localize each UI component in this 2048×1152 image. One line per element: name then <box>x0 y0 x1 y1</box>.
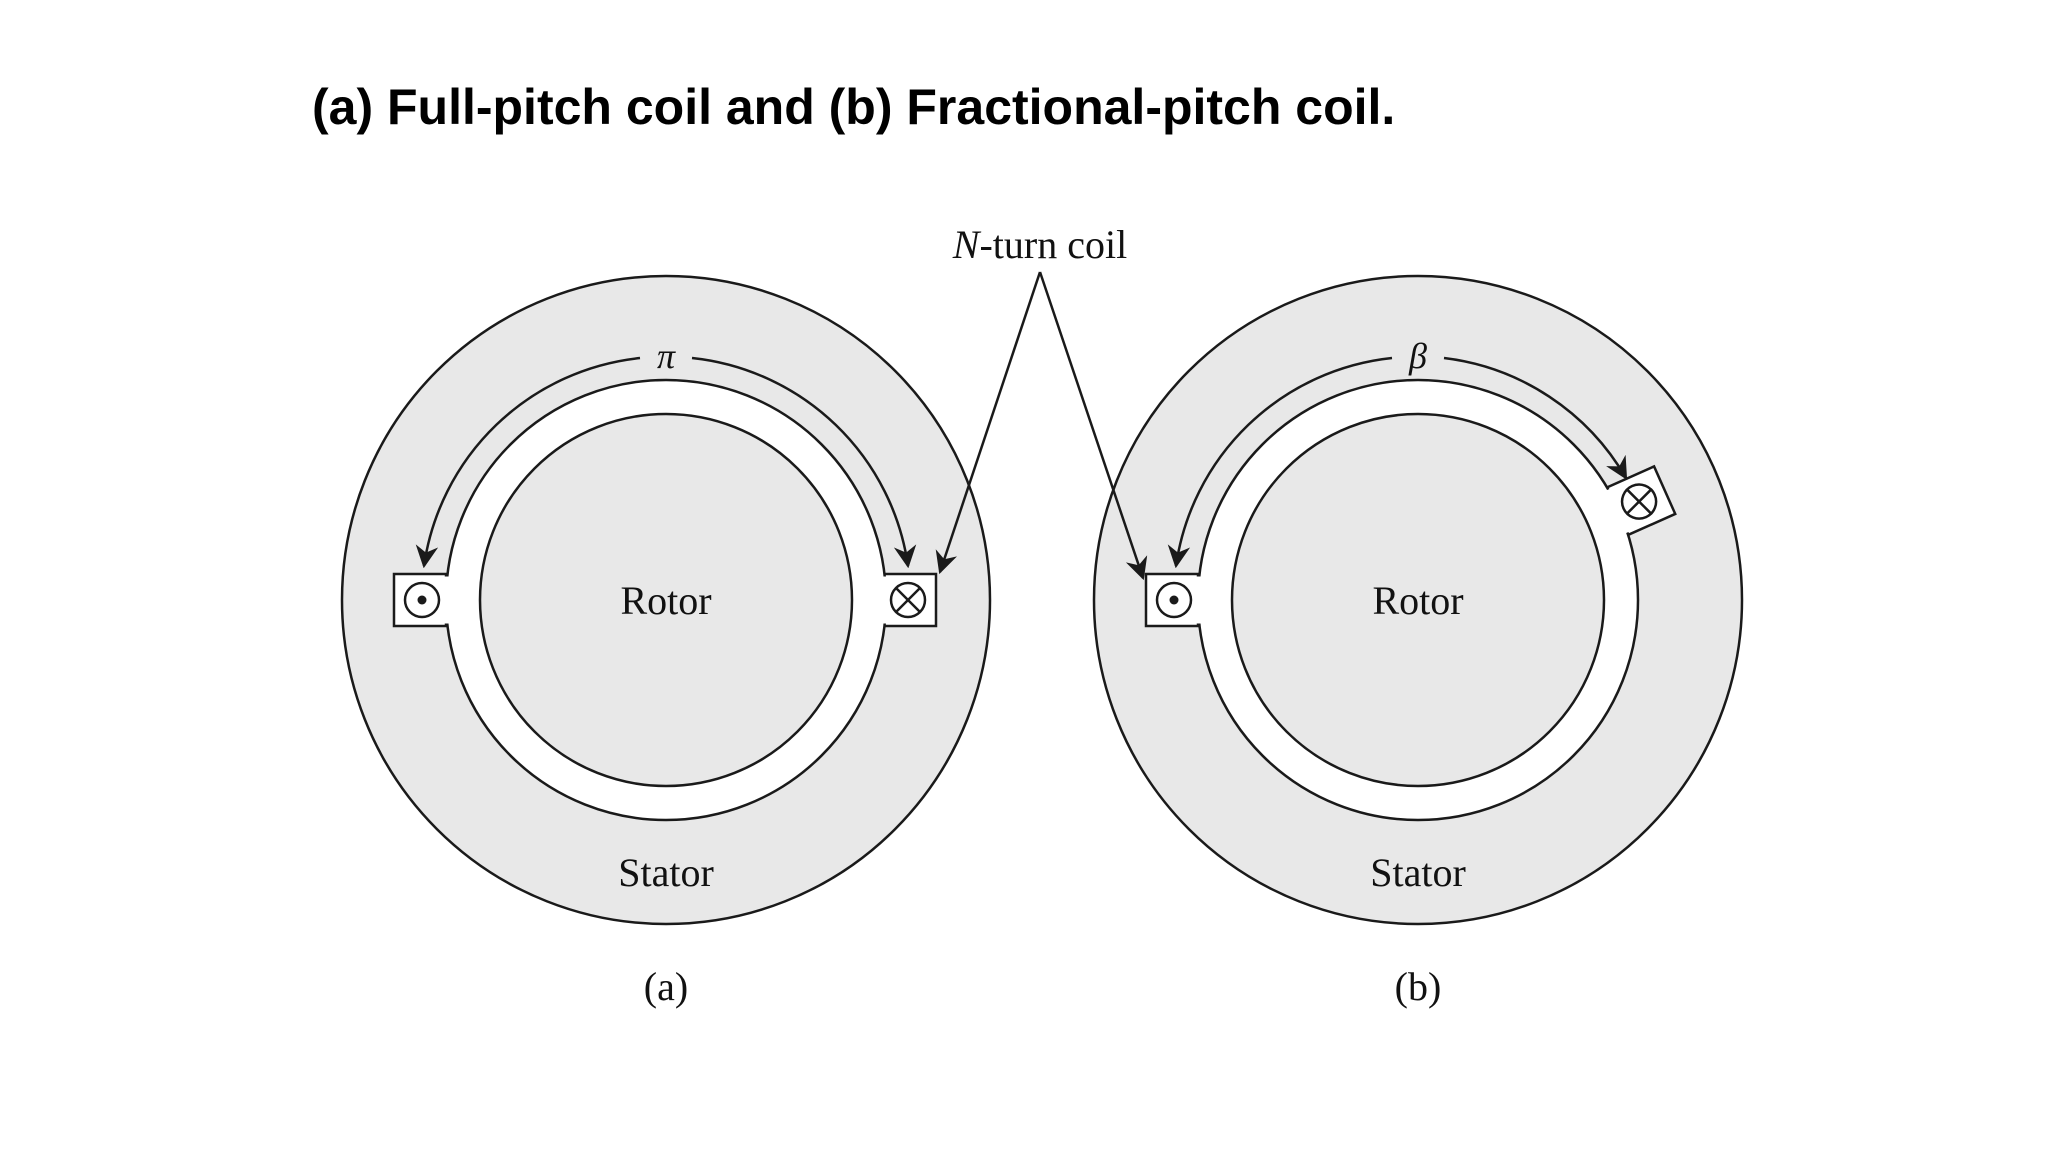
panel-b: β Rotor Stator (b) <box>1092 274 1744 1009</box>
rotor-a <box>478 412 854 788</box>
pitch-arc-right-b <box>1443 356 1628 480</box>
stator-label-a: Stator <box>618 850 714 895</box>
current-out-of-page-icon <box>1155 581 1193 619</box>
stator-label-b: Stator <box>1370 850 1466 895</box>
panel-a: π Rotor Stator (a) <box>340 274 992 1009</box>
leader-line-a <box>935 271 1042 575</box>
coil-label-n: N <box>952 222 982 267</box>
pitch-arc-left-a <box>415 356 641 569</box>
coil-callout: N-turn coil <box>935 222 1148 581</box>
current-out-of-page-icon <box>403 581 441 619</box>
pitch-arc-left-b <box>1167 356 1393 569</box>
leader-line-b <box>1038 271 1148 581</box>
pitch-label-b: β <box>1408 336 1427 376</box>
slide-title: (a) Full-pitch coil and (b) Fractional-p… <box>312 79 1396 135</box>
caption-b: (b) <box>1395 964 1442 1009</box>
rotor-label-b: Rotor <box>1372 578 1463 623</box>
coil-label-text: -turn coil <box>979 222 1127 267</box>
pitch-label-a: π <box>657 336 676 376</box>
rotor-label-a: Rotor <box>620 578 711 623</box>
pitch-arc-right-a <box>691 356 917 569</box>
coil-label: N-turn coil <box>952 222 1127 267</box>
rotor-b <box>1230 412 1606 788</box>
current-into-page-icon <box>889 581 927 619</box>
caption-a: (a) <box>644 964 688 1009</box>
current-into-page-icon <box>1620 483 1658 520</box>
